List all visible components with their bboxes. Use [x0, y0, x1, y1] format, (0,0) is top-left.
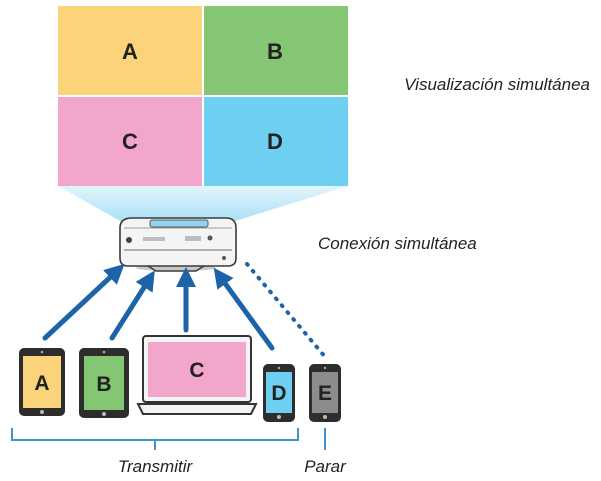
tablet-a-icon: A	[19, 348, 65, 416]
tablet-a-screen	[23, 356, 61, 408]
screen-tile-c-label: C	[122, 129, 138, 154]
stop-caption: Parar	[304, 457, 347, 476]
screen-tile-b	[203, 6, 348, 96]
screen-tile-d	[203, 96, 348, 186]
projector-power-indicator	[126, 237, 132, 243]
arrow-device-b	[109, 270, 155, 341]
transmit-bracket	[11, 428, 299, 450]
projector-vent	[143, 237, 165, 241]
laptop-c-icon: C	[136, 335, 258, 415]
phone-d-screen	[266, 372, 292, 413]
phone-e-label: E	[318, 382, 332, 405]
screen-tile-a-label: A	[122, 39, 138, 64]
phone-d-icon: D	[263, 364, 295, 422]
laptop-c-label: C	[189, 359, 204, 382]
projector-icon	[119, 217, 237, 272]
projector-vent-2	[185, 236, 201, 241]
tablet-b-camera	[102, 350, 106, 354]
tablet-b-icon: B	[79, 348, 129, 418]
phone-e-home-button	[323, 415, 327, 419]
phone-e-screen	[312, 372, 338, 413]
phone-e-camera	[323, 366, 327, 370]
tablet-a-home-button	[40, 410, 44, 414]
connection-arrows	[42, 263, 275, 351]
tablet-a-camera	[40, 350, 44, 354]
projector-status-light	[222, 256, 226, 260]
tablet-b-label: B	[96, 373, 111, 396]
screen-tile-c	[58, 96, 203, 186]
simultaneous-display-caption: Visualización simultánea	[404, 75, 590, 94]
projected-screen: A B C D	[58, 6, 348, 186]
tablet-b-home-button	[102, 412, 106, 416]
phone-d-label: D	[271, 382, 286, 405]
projection-beam	[58, 186, 348, 222]
arrow-device-a	[42, 263, 125, 341]
screen-tile-b-label: B	[267, 39, 283, 64]
projector-button	[207, 235, 213, 241]
tablet-a-label: A	[34, 372, 49, 395]
transmit-caption: Transmitir	[118, 457, 194, 476]
arrow-device-d	[213, 267, 275, 351]
simultaneous-connection-caption: Conexión simultánea	[318, 234, 477, 253]
screen-tile-a	[58, 6, 203, 96]
dotted-connection-e	[245, 262, 328, 360]
phone-d-home-button	[277, 415, 281, 419]
phone-d-camera	[277, 366, 281, 370]
phone-e-icon: E	[309, 364, 341, 422]
laptop-c-screen	[148, 342, 246, 397]
laptop-c-base	[136, 403, 258, 415]
tablet-b-screen	[84, 356, 124, 410]
projector-lens-window	[149, 219, 209, 228]
screen-tile-d-label: D	[267, 129, 283, 154]
